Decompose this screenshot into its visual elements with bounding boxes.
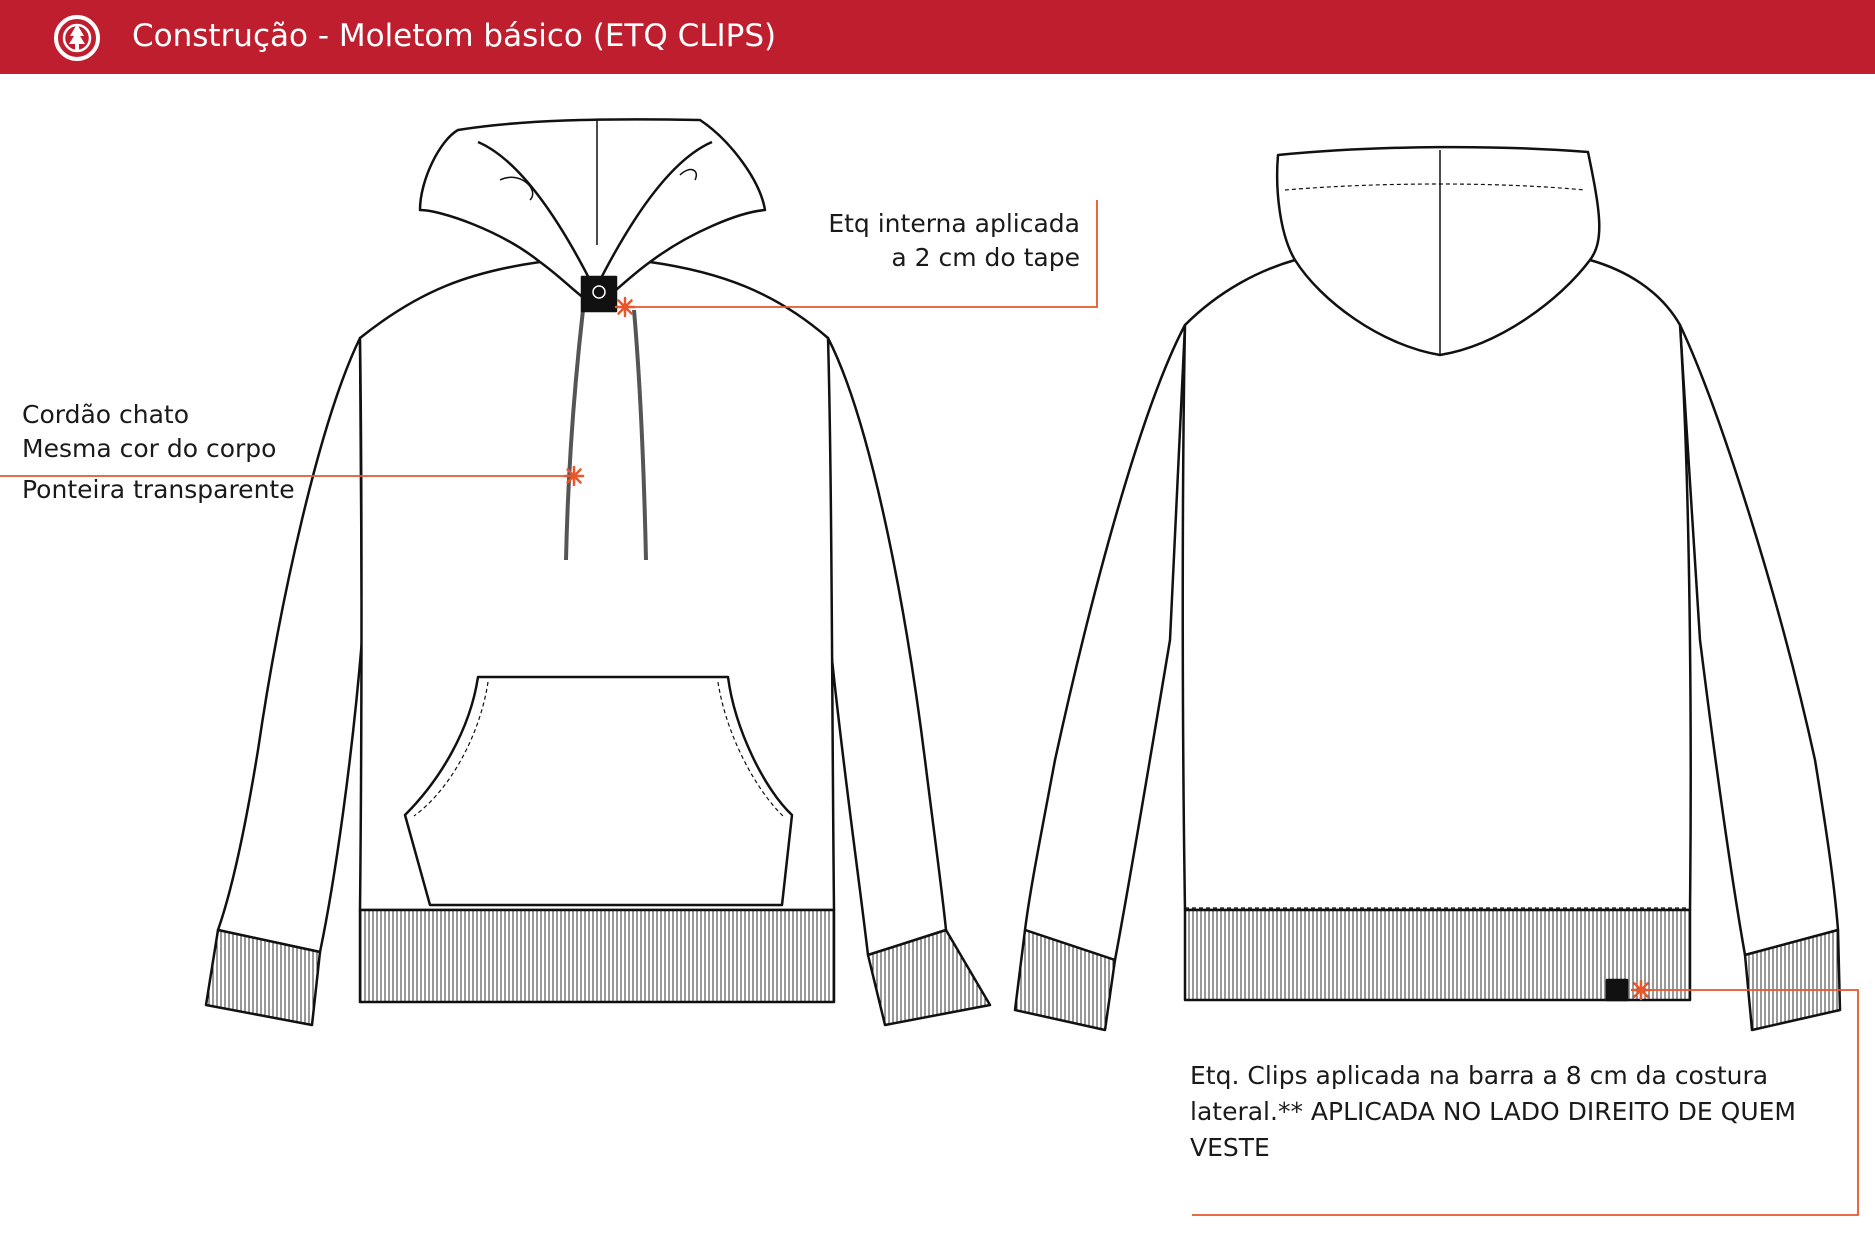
asterisk-marker-icon — [563, 296, 1652, 1001]
back-hood — [1275, 145, 1601, 357]
cord-note-line3: Ponteira transparente — [22, 475, 295, 504]
front-neck-label — [580, 275, 618, 313]
back-right-sleeve — [1678, 323, 1840, 957]
cord-annotation: Cordão chato Mesma cor do corpo Ponteira… — [22, 398, 295, 507]
header-bar: Construção - Moletom básico (ETQ CLIPS) — [0, 0, 1875, 74]
front-drawcord-right — [632, 309, 648, 561]
inner-note-line1: Etq interna aplicada — [828, 209, 1080, 238]
front-hem-band — [358, 908, 836, 1004]
leader-clips — [1192, 989, 1859, 1216]
front-left-sleeve — [216, 336, 364, 954]
inner-note-line2: a 2 cm do tape — [891, 243, 1080, 272]
back-body — [1181, 258, 1692, 912]
hoodie-back-sketch — [1013, 145, 1842, 1032]
cord-note-line1: Cordão chato — [22, 400, 190, 429]
front-kangaroo-pocket — [403, 675, 794, 907]
back-clips-label — [1605, 978, 1629, 1002]
tree-emblem-icon — [54, 15, 100, 61]
inner-label-annotation: Etq interna aplicada a 2 cm do tape — [745, 207, 1080, 275]
leader-lines — [0, 200, 1859, 1216]
back-right-cuff — [1743, 928, 1842, 1032]
front-right-cuff — [866, 928, 992, 1027]
back-left-cuff — [1013, 928, 1117, 1032]
page-title: Construção - Moletom básico (ETQ CLIPS) — [132, 18, 777, 54]
back-left-sleeve — [1023, 323, 1187, 962]
hoodie-front-sketch — [204, 118, 992, 1027]
front-right-sleeve — [826, 336, 948, 957]
front-left-cuff — [204, 928, 322, 1027]
clips-note-text: Etq. Clips aplicada na barra a 8 cm da c… — [1190, 1061, 1796, 1162]
cord-note-line2: Mesma cor do corpo — [22, 434, 277, 463]
clips-label-annotation: Etq. Clips aplicada na barra a 8 cm da c… — [1190, 1058, 1810, 1166]
front-drawcord-left — [564, 309, 585, 561]
leader-inner-label — [625, 200, 1098, 308]
